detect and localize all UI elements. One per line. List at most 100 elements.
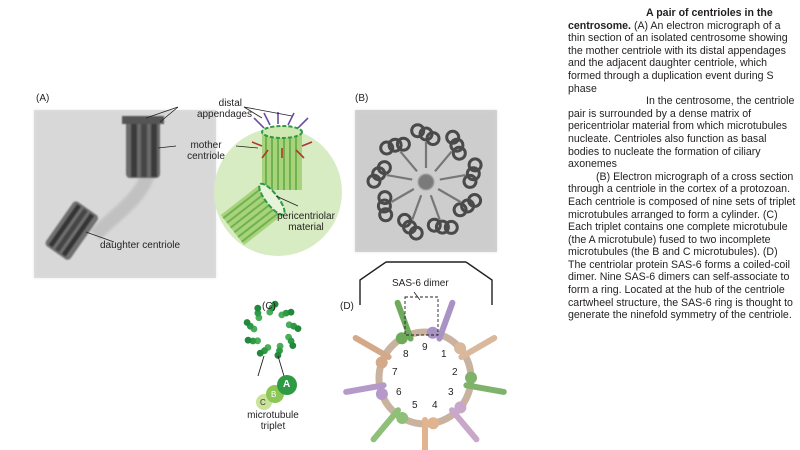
sas6-dimer-box	[404, 296, 439, 336]
triplet-dot	[254, 304, 262, 312]
triplet-dot	[243, 319, 251, 326]
em-spoke	[411, 194, 423, 220]
em-microtubule	[434, 219, 450, 235]
em-spoke	[437, 188, 462, 203]
em-microtubule	[425, 131, 441, 147]
em-spoke	[399, 150, 418, 173]
label-pericentriolar-material: pericentriolar material	[266, 211, 346, 233]
label-triplet: triplet	[260, 421, 286, 432]
em-microtubule	[460, 198, 476, 214]
sas6-head	[454, 342, 467, 355]
em-microtubule	[443, 219, 459, 235]
caption-title-line1: A pair of centrioles in the	[646, 7, 773, 19]
em-spoke	[390, 188, 415, 203]
label-mother-centriole: mother centriole	[176, 140, 236, 162]
label-daughter-centriole: daughter centriole	[100, 240, 181, 251]
sas6-head	[427, 417, 440, 430]
em-microtubule	[467, 157, 483, 173]
em-microtubule	[462, 173, 478, 189]
triplet-dot-ring	[243, 300, 302, 359]
caption-text-a: (A) An electron micrograph of a thin sec…	[568, 19, 788, 95]
micrograph-a	[34, 110, 216, 278]
tubule-label-b: B	[271, 390, 277, 399]
em-spoke	[386, 174, 413, 181]
ring-number: 8	[403, 349, 409, 360]
label-pericentriolar: pericentriolar	[277, 211, 335, 222]
sas6-coiled-coil	[458, 335, 498, 360]
ring-number: 1	[441, 349, 447, 360]
em-microtubule	[451, 145, 467, 161]
sas6-coiled-coil	[436, 299, 456, 342]
ring-number: 6	[396, 387, 402, 398]
panel-label-c: (C)	[262, 301, 276, 312]
label-sas6-dimer: SAS-6 dimer	[392, 278, 449, 289]
em-microtubule	[387, 137, 403, 153]
panel-label-d: (D)	[340, 301, 354, 312]
em-microtubule	[376, 160, 392, 176]
centrosome-schematic	[214, 112, 342, 256]
em-spoke	[434, 150, 453, 173]
em-spoke	[439, 174, 466, 181]
sas6-coiled-coil	[463, 382, 507, 395]
em-spoke	[429, 194, 441, 220]
triplet-dot	[271, 300, 279, 308]
ring-number: 9	[422, 342, 428, 353]
sas6-coiled-coil	[343, 382, 387, 395]
sas6-ring	[343, 299, 507, 450]
em-microtubule	[378, 207, 394, 223]
leader-lines-a	[85, 106, 299, 243]
ring-number: 2	[452, 367, 458, 378]
triplet-dot	[274, 351, 282, 359]
label-distal: distal	[218, 98, 242, 109]
em-microtubule	[426, 217, 442, 233]
label-appendages: appendages	[196, 109, 252, 120]
caption-title-line2: centrosome.	[568, 19, 631, 32]
triplet-dot	[254, 309, 262, 317]
label-distal-appendages: distal appendages	[190, 98, 252, 120]
mother-centriole-schematic	[251, 112, 313, 190]
em-microtubule	[449, 137, 465, 153]
caption-para-b: In the centrosome, the centriole pair is…	[568, 95, 795, 171]
sas6-coiled-coil	[352, 335, 392, 360]
figure-caption: A pair of centrioles in the centrosome. …	[568, 7, 796, 322]
sas6-head	[396, 412, 409, 424]
sas6-coiled-coil	[449, 407, 480, 443]
triplet-dot	[289, 342, 297, 349]
panel-label-b: (B)	[355, 93, 369, 104]
caption-para-c: (B) Electron micrograph of a cross secti…	[568, 170, 796, 322]
tubule-label-a: A	[283, 379, 291, 390]
micrograph-b	[355, 110, 497, 252]
sas6-head	[426, 326, 439, 339]
sas6-head	[375, 388, 388, 400]
triplet-circles	[256, 375, 297, 410]
sas6-head	[465, 371, 477, 384]
label-mother: mother	[190, 140, 222, 151]
triplet-dot	[287, 308, 295, 316]
label-microtubule-triplet: microtubule triplet	[243, 410, 303, 432]
label-microtubule: microtubule	[247, 410, 299, 421]
em-microtubule	[379, 140, 395, 156]
em-microtubule	[410, 123, 426, 139]
sas6-coiled-coil	[394, 299, 414, 342]
sas6-head	[395, 332, 408, 345]
em-microtubule	[395, 136, 411, 152]
zoom-lines	[359, 261, 493, 305]
em-microtubule	[377, 190, 393, 206]
daughter-centriole-schematic	[220, 182, 286, 245]
triplet-dot	[244, 336, 252, 344]
triplet-dot	[294, 325, 302, 332]
sas6-coiled-coil	[370, 407, 401, 443]
em-microtubule	[376, 198, 392, 214]
ring-number: 5	[412, 400, 418, 411]
bracket-c	[257, 355, 285, 377]
em-microtubule	[465, 166, 481, 182]
panel-label-a: (A)	[36, 93, 50, 104]
label-material: material	[288, 222, 324, 233]
ring-number: 4	[432, 400, 438, 411]
label-centriole: centriole	[187, 151, 225, 162]
daughter-centriole-image	[45, 201, 98, 260]
em-microtubule	[397, 212, 413, 228]
caption-para-a: centrosome. (A) An electron micrograph o…	[568, 20, 796, 96]
em-microtubule	[452, 202, 468, 218]
